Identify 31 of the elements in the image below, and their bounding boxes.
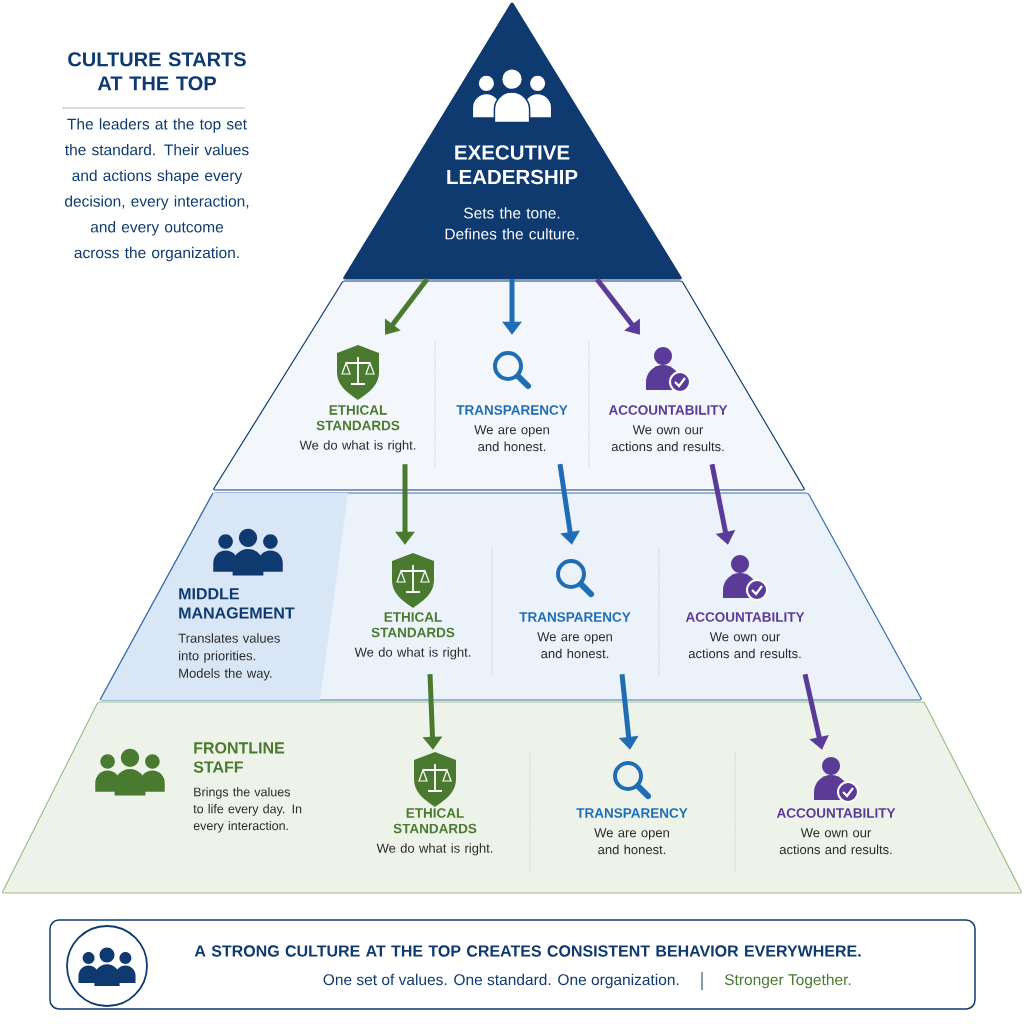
value-description: We do what is right. bbox=[354, 647, 471, 660]
value-heading: TRANSPARENCY bbox=[576, 808, 688, 818]
value-heading: ETHICAL STANDARDS bbox=[371, 612, 455, 638]
banner-text: Stronger Together. bbox=[724, 973, 851, 989]
banner-heading: A STRONG CULTURE AT THE TOP CREATES CONSISTENT BEHAVIOR EVERYWHERE. bbox=[194, 945, 861, 957]
value-description: We are open and honest. bbox=[594, 828, 669, 855]
value-description: We do what is right. bbox=[299, 440, 416, 453]
value-heading: TRANSPARENCY bbox=[456, 405, 568, 415]
tier-heading: FRONTLINE STAFF bbox=[193, 742, 285, 773]
value-description: We are open and honest. bbox=[537, 632, 612, 659]
banner-text: One set of values. One standard. One organization. bbox=[323, 973, 679, 989]
value-heading: ACCOUNTABILITY bbox=[608, 405, 728, 415]
tier-heading: EXECUTIVE LEADERSHIP bbox=[447, 145, 578, 185]
side-text: The leaders at the top set the standard. Their values and actions shape every decision, every interaction, and every outcome across the organization. bbox=[65, 118, 249, 262]
value-heading: TRANSPARENCY bbox=[519, 612, 631, 622]
tier-description: Translates values into priorities. Models the way. bbox=[178, 633, 280, 681]
tier-description: Brings the values to life every day. In every interaction. bbox=[193, 787, 302, 833]
value-heading: ETHICAL STANDARDS bbox=[316, 405, 400, 431]
value-description: We are open and honest. bbox=[474, 425, 549, 452]
arrow bbox=[595, 277, 640, 335]
value-heading: ACCOUNTABILITY bbox=[685, 612, 805, 622]
value-heading: ETHICAL STANDARDS bbox=[393, 808, 477, 834]
value-description: We own our actions and results. bbox=[779, 828, 892, 855]
arrow bbox=[384, 277, 429, 335]
value-description: We do what is right. bbox=[376, 843, 493, 856]
value-description: We own our actions and results. bbox=[611, 425, 724, 452]
side-heading: CULTURE STARTS AT THE TOP bbox=[68, 52, 246, 91]
tier-heading: MIDDLE MANAGEMENT bbox=[179, 588, 295, 619]
value-heading: ACCOUNTABILITY bbox=[776, 808, 896, 818]
value-description: We own our actions and results. bbox=[688, 632, 801, 659]
tier-description: Sets the tone. Defines the culture. bbox=[445, 207, 579, 240]
